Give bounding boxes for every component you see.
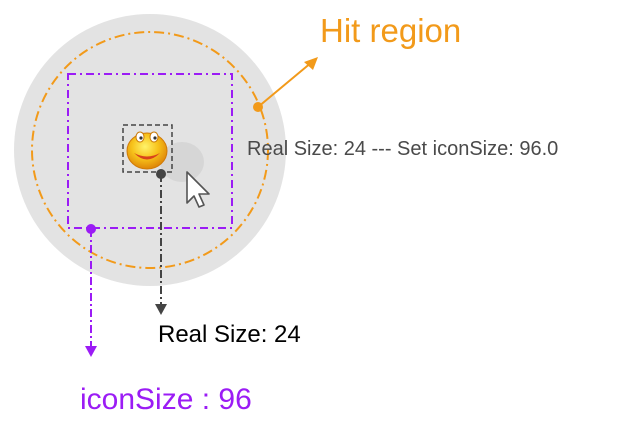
real-size-arrowhead [155,304,167,315]
hit-region-arrowhead [304,57,318,70]
real-size-anchor-dot [156,169,166,179]
hit-region-circle [31,31,269,269]
icon-size-box [67,73,233,229]
hit-region-callout-line [257,61,313,108]
hit-region-anchor-dot [253,102,263,112]
hit-region-label: Hit region [320,12,462,49]
mouse-pointer-icon [186,171,210,208]
real-size-label: Real Size: 24 [158,321,301,348]
icon-size-arrowhead [85,346,97,357]
icon-size-anchor-dot [86,224,96,234]
real-size-box [122,124,173,173]
size-info-text: Real Size: 24 --- Set iconSize: 96.0 [247,138,559,160]
smiley-emoji-icon [126,131,168,170]
icon-size-label: iconSize : 96 [80,383,252,416]
